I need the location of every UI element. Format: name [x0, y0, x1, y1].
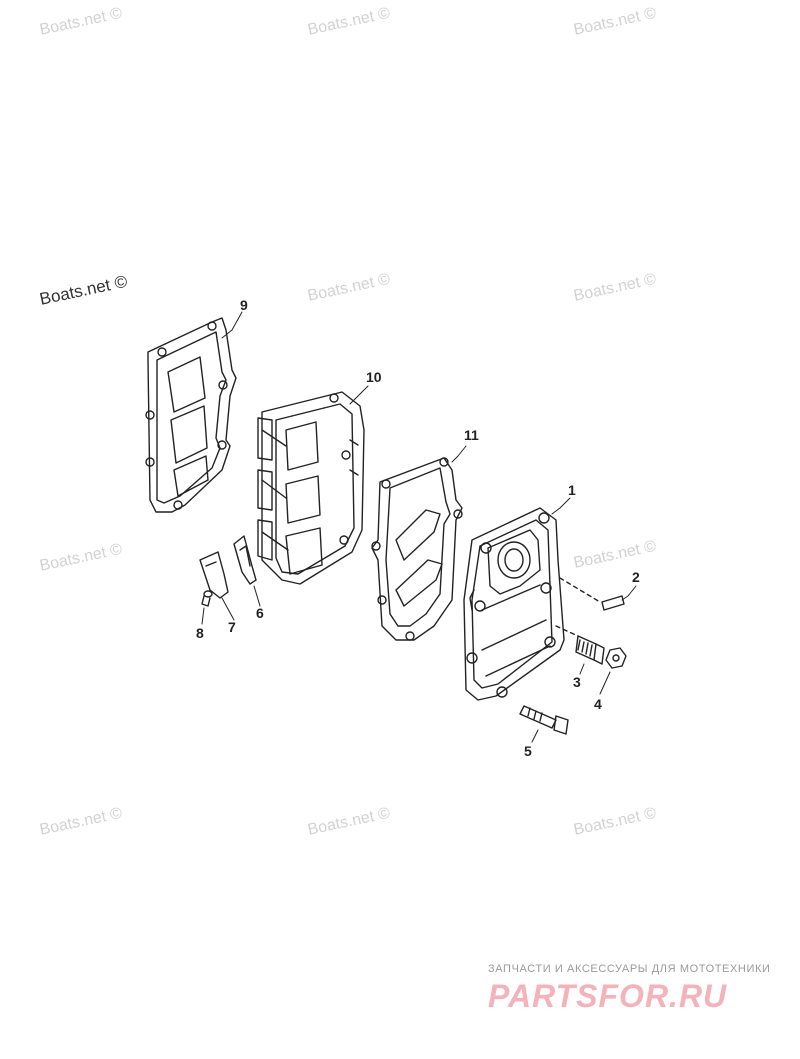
callout-6: 6 [256, 605, 264, 621]
part-7-reed-valve [199, 551, 229, 599]
callout-11: 11 [464, 427, 479, 443]
part-2-dowel-pin [559, 577, 625, 611]
part-4-nut [605, 647, 627, 669]
leader-lines [201, 311, 637, 743]
callout-7: 7 [228, 619, 236, 635]
part-3-screw [555, 625, 605, 665]
part-9-gasket [145, 317, 237, 513]
part-10-reed-valve-block [257, 391, 365, 585]
callout-3: 3 [573, 674, 581, 690]
part-5-bolt [519, 705, 569, 735]
callout-2: 2 [632, 569, 640, 585]
callout-1: 1 [568, 482, 576, 498]
callout-4: 4 [594, 696, 602, 712]
promo-tagline: ЗАПЧАСТИ И АКСЕССУАРЫ ДЛЯ МОТОТЕХНИКИ [488, 963, 771, 975]
callout-8: 8 [196, 625, 204, 641]
callout-9: 9 [240, 297, 248, 313]
promo-logo: PARTSFOR.RU [488, 978, 728, 1014]
callout-10: 10 [366, 369, 382, 385]
part-6-valve-stopper [233, 535, 257, 585]
part-1-cover [463, 507, 565, 701]
part-8-small-screw [201, 590, 213, 607]
callout-5: 5 [524, 743, 532, 759]
part-11-gasket [371, 457, 463, 641]
